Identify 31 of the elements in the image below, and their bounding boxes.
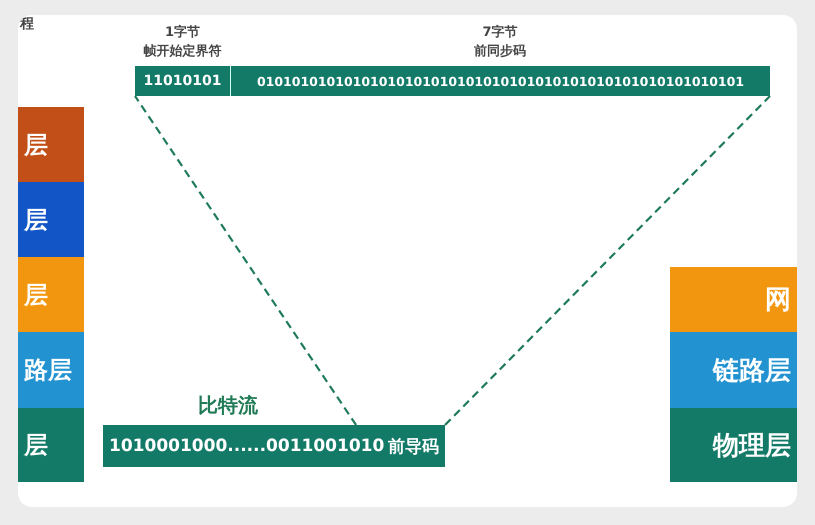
dashed-zoom-line bbox=[444, 95, 771, 426]
byte-count: 7字节 bbox=[481, 24, 519, 41]
layer-band bbox=[670, 267, 797, 332]
layer-band bbox=[670, 408, 797, 482]
layer-name: 路层 bbox=[24, 355, 72, 386]
node-label: 比特流 bbox=[197, 392, 259, 419]
data-cell bbox=[135, 66, 230, 96]
field-name: 前导码 bbox=[388, 436, 439, 458]
layer-name: 层 bbox=[24, 430, 48, 461]
field-name: 前同步码 bbox=[473, 43, 527, 60]
field-name: 帧开始定界符 bbox=[142, 42, 222, 60]
dashed-zoom-line bbox=[134, 95, 357, 426]
layer-name: 网 bbox=[765, 284, 791, 317]
layer-band bbox=[18, 332, 84, 408]
data-cell bbox=[230, 66, 770, 96]
byte-count: 1字节 bbox=[164, 24, 202, 41]
bit-sequence: 01010101010101010101010101010101010101010101010101010101 bbox=[256, 74, 744, 88]
layer-name: 链路层 bbox=[713, 354, 791, 388]
layer-band bbox=[18, 257, 84, 332]
layer-name: 层 bbox=[24, 130, 48, 160]
bit-sequence: 11010101 bbox=[144, 73, 222, 89]
layer-name: 层 bbox=[24, 280, 48, 310]
bit-sequence: 1010001000......0011001010 bbox=[109, 436, 384, 456]
layer-name: 物理层 bbox=[713, 430, 791, 462]
layer-band bbox=[670, 332, 797, 408]
layer-band bbox=[18, 408, 84, 482]
bit-stream-bar bbox=[103, 425, 445, 467]
heading-fragment: 程 bbox=[20, 15, 34, 33]
layer-band bbox=[18, 107, 84, 182]
layer-band bbox=[18, 182, 84, 257]
layer-name: 层 bbox=[24, 204, 48, 236]
